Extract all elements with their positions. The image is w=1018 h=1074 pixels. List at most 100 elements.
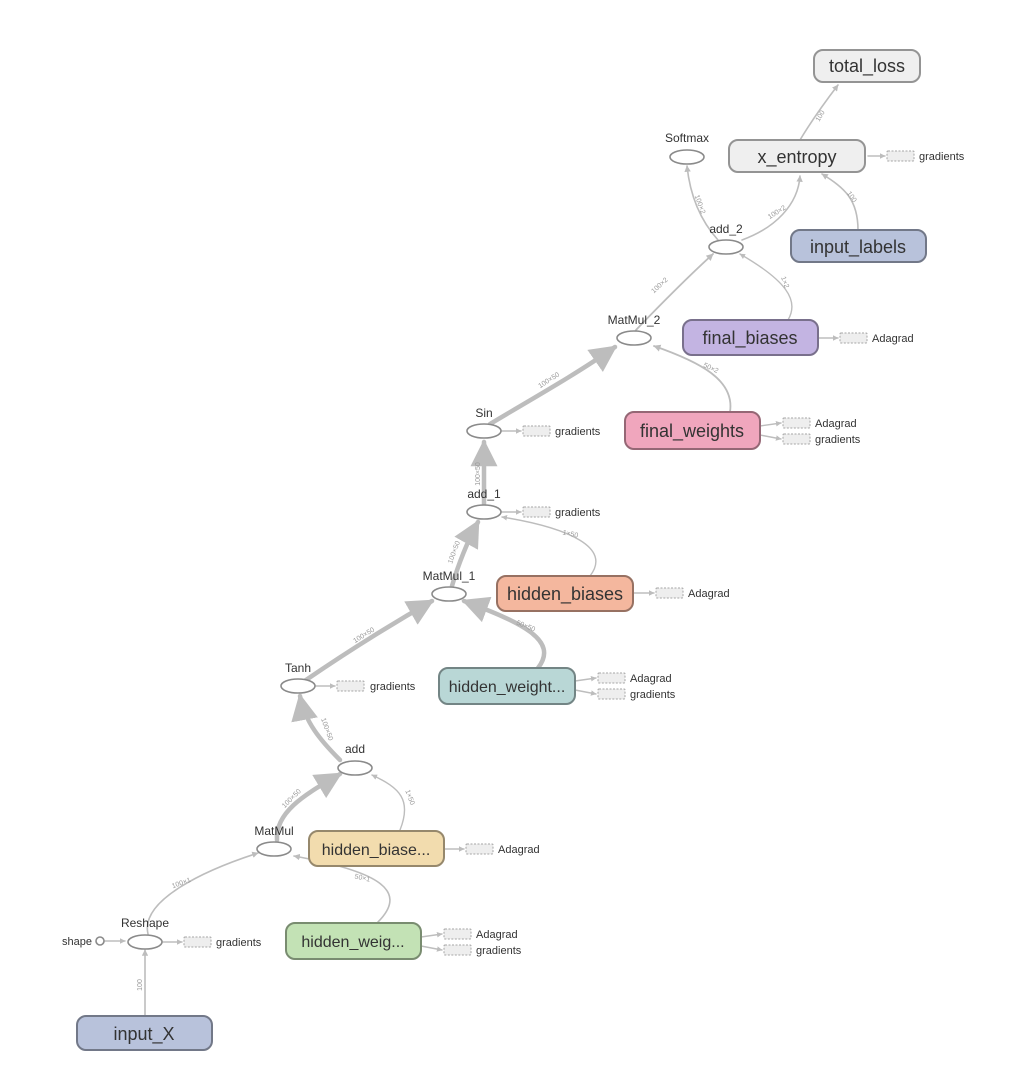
aux-node-gradients[interactable]: gradients	[886, 150, 965, 163]
edge-hidden-weights-to-adagrad	[574, 675, 597, 682]
op-label: Softmax	[665, 131, 709, 145]
op-label: MatMul_1	[423, 569, 476, 583]
aux-node-gradients[interactable]: gradients	[522, 506, 601, 519]
edge-label: 1×50	[562, 529, 579, 539]
op-label: add_2	[709, 222, 743, 236]
edge-final-weights-to-gradients	[759, 434, 782, 441]
aux-node-label: Adagrad	[688, 588, 730, 600]
edge-label: 100	[137, 979, 144, 991]
edge-matmul2-to-add2	[635, 253, 714, 331]
aux-node-label: gradients	[919, 151, 965, 163]
node-label: input_labels	[810, 237, 906, 258]
edge-hidden-biases-to-add1	[501, 515, 597, 577]
node-label: hidden_biase...	[322, 842, 431, 859]
aux-node-adagrad[interactable]: Adagrad	[597, 672, 672, 685]
op-node-add-2[interactable]: add_2	[708, 222, 744, 255]
aux-node-gradients[interactable]: gradients	[597, 688, 676, 701]
op-node-sin[interactable]: Sin	[466, 406, 502, 439]
aux-node-label: gradients	[815, 434, 861, 446]
edge-label: 100×1	[171, 877, 192, 890]
aux-node-label: gradients	[476, 945, 522, 957]
edge-final-biases-to-add2	[739, 253, 793, 321]
op-label: add	[345, 742, 365, 756]
node-hidden-biases[interactable]: hidden_biases	[496, 575, 634, 612]
node-final-biases[interactable]: final_biases	[682, 319, 819, 356]
op-node-add[interactable]: add	[337, 742, 373, 776]
edge-input-labels-to-x-entropy	[821, 173, 859, 231]
node-final-weights[interactable]: final_weights	[624, 411, 761, 450]
aux-node-label: gradients	[630, 689, 676, 701]
edge-label: 1×2	[779, 276, 790, 290]
node-hidden-weights-1[interactable]: hidden_weig...	[285, 922, 422, 960]
edge-sin-to-matmul2	[487, 344, 618, 427]
op-node-tanh[interactable]: Tanh	[280, 661, 316, 694]
aux-node-gradients[interactable]: gradients	[183, 936, 262, 949]
aux-node-adagrad[interactable]: Adagrad	[465, 843, 540, 856]
node-x-entropy[interactable]: x_entropy	[728, 139, 866, 173]
op-node-matmul[interactable]: MatMul	[254, 824, 294, 857]
node-label: final_biases	[702, 328, 797, 349]
edge-reshape-to-matmul	[146, 851, 259, 935]
edge-label: 1×50	[403, 789, 415, 806]
node-total-loss[interactable]: total_loss	[813, 49, 921, 83]
op-label: Tanh	[285, 661, 311, 675]
node-hidden-biases-1[interactable]: hidden_biase...	[308, 830, 445, 867]
node-hidden-weights[interactable]: hidden_weight...	[438, 667, 576, 705]
op-node-shape[interactable]: shape	[62, 936, 105, 948]
edge-matmul1-to-add1	[449, 519, 481, 589]
aux-node-label: Adagrad	[498, 844, 540, 856]
aux-node-adagrad[interactable]: Adagrad	[839, 332, 914, 345]
edge-label: 50×50	[515, 620, 536, 634]
aux-node-label: gradients	[216, 937, 262, 949]
edge-hidden-weights-to-matmul1	[461, 596, 547, 671]
node-input-labels[interactable]: input_labels	[790, 229, 927, 263]
edge-x-entropy-to-total-loss	[799, 84, 839, 141]
op-node-matmul-2[interactable]: MatMul_2	[608, 313, 661, 346]
edge-tanh-to-matmul1	[303, 598, 435, 683]
edge-label: 50×1	[354, 873, 371, 883]
edge-add-to-tanh	[291, 693, 343, 763]
edge-hidden-biases1-to-add	[371, 774, 406, 831]
aux-node-gradients[interactable]: gradients	[782, 433, 861, 446]
node-input-x[interactable]: input_X	[76, 1015, 213, 1051]
aux-node-gradients[interactable]: gradients	[443, 944, 522, 957]
op-label: MatMul	[254, 824, 293, 838]
node-label: input_X	[113, 1024, 174, 1045]
edge-add2-to-softmax	[684, 165, 719, 241]
edge-hidden-weights1-to-adagrad	[420, 931, 443, 938]
aux-nodes: gradients Adagrad gradients Adagrad grad…	[183, 150, 965, 957]
node-label: total_loss	[829, 56, 905, 77]
op-label: add_1	[467, 487, 501, 501]
aux-node-adagrad[interactable]: Adagrad	[443, 928, 518, 941]
aux-node-adagrad[interactable]: Adagrad	[655, 587, 730, 600]
edge-label: 100×2	[650, 277, 669, 295]
aux-node-label: gradients	[555, 507, 601, 519]
aux-node-label: Adagrad	[815, 418, 857, 430]
aux-node-gradients[interactable]: gradients	[336, 680, 416, 693]
node-label: final_weights	[640, 421, 744, 442]
edge-final-weights-to-adagrad	[759, 420, 782, 427]
op-node-reshape[interactable]: Reshape	[121, 916, 169, 950]
edge-final-weights-to-matmul2	[653, 344, 732, 413]
node-label: hidden_biases	[507, 584, 623, 605]
op-label: Sin	[475, 406, 492, 420]
meta-nodes: total_loss x_entropy input_labels final_…	[76, 49, 927, 1051]
aux-node-label: Adagrad	[872, 333, 914, 345]
op-nodes: Softmax add_2 MatMul_2 Sin add_1 MatMul_…	[62, 131, 744, 950]
aux-node-label: gradients	[370, 681, 416, 693]
op-label: MatMul_2	[608, 313, 661, 327]
aux-node-adagrad[interactable]: Adagrad	[782, 417, 857, 430]
op-node-add-1[interactable]: add_1	[466, 487, 502, 520]
op-node-softmax[interactable]: Softmax	[665, 131, 709, 165]
edge-label: 100×50	[475, 462, 482, 486]
op-label: Reshape	[121, 916, 169, 930]
aux-node-gradients[interactable]: gradients	[522, 425, 601, 438]
op-node-matmul-1[interactable]: MatMul_1	[423, 569, 476, 602]
aux-node-label: Adagrad	[630, 673, 672, 685]
edge-hidden-weights-to-gradients	[574, 689, 597, 696]
edge-hidden-weights1-to-gradients	[420, 945, 443, 952]
edge-labels: 100 100×2 100×2 100 1×2 100×2 100×50 50×…	[137, 109, 858, 990]
edge-label: 100	[845, 190, 857, 204]
node-label: hidden_weig...	[301, 934, 404, 951]
